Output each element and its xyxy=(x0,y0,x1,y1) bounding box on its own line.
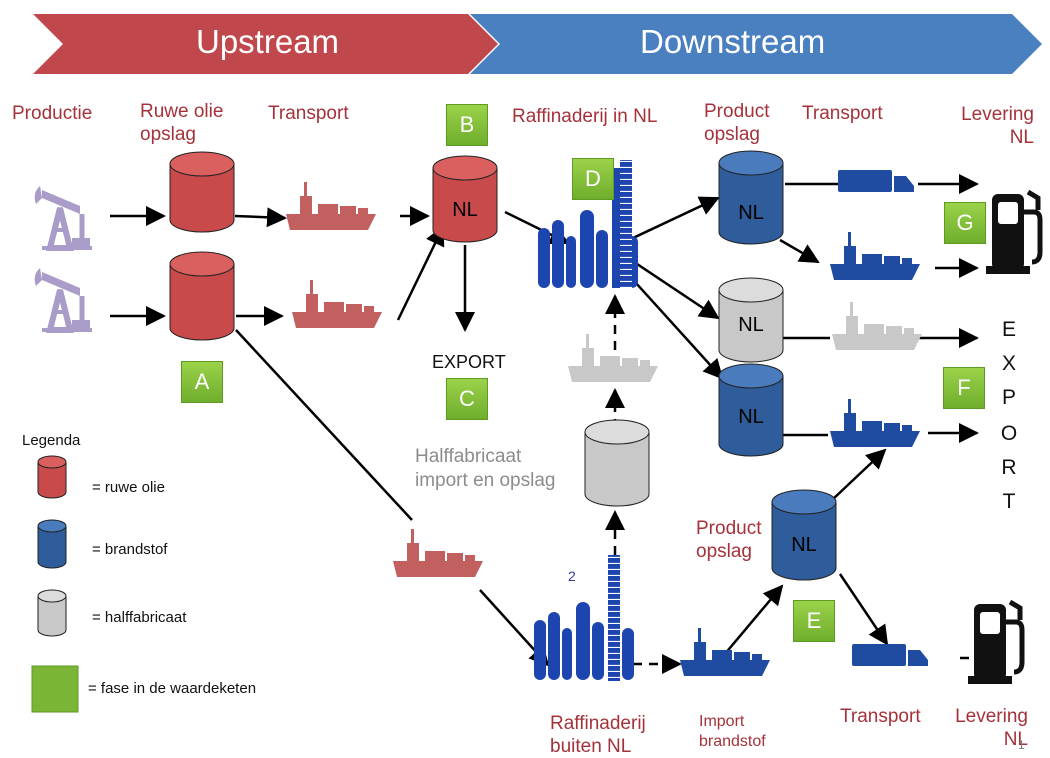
downstream-banner xyxy=(470,14,1042,74)
export-letter: P xyxy=(1001,386,1016,409)
phase-badge-g: G xyxy=(944,202,986,244)
tank-label: NL xyxy=(738,202,764,224)
ship-icon xyxy=(830,232,920,280)
truck-icon xyxy=(852,644,928,674)
ship-icon xyxy=(680,628,770,676)
phase-badge-a: A xyxy=(181,361,223,403)
label-ruwe-olie-opslag: Ruwe olie opslag xyxy=(140,101,224,145)
phase-badge-d: D xyxy=(572,158,614,200)
upstream-title: Upstream xyxy=(196,23,340,60)
downstream-title: Downstream xyxy=(640,23,826,60)
fuel-pump-icon xyxy=(986,192,1040,274)
label-product-opslag: Product opslag xyxy=(704,101,770,145)
legend-semi-symbol xyxy=(37,589,67,637)
ship-icon xyxy=(286,182,376,230)
fuel-tank-nl xyxy=(718,150,784,245)
refinery-nl-icon xyxy=(538,160,638,288)
pumpjack-icon xyxy=(35,186,92,250)
tank-label: NL xyxy=(452,199,478,221)
ship-icon xyxy=(292,280,382,328)
label-transport: Transport xyxy=(802,103,883,124)
export-letter: X xyxy=(1001,352,1016,375)
label-raffinaderij-nl: Raffinaderij in NL xyxy=(512,106,658,127)
legend-crude-symbol xyxy=(37,455,67,499)
legend-phase-symbol xyxy=(31,665,79,713)
upstream-banner xyxy=(33,14,498,74)
phase-badge-b: B xyxy=(446,104,488,146)
label-levering-nl: Levering NL xyxy=(961,104,1034,148)
page-number: 1 xyxy=(1018,738,1025,752)
ship-icon xyxy=(393,529,483,577)
label-raffinaderij-buiten-nl: Raffinaderij buiten NL xyxy=(550,713,646,757)
export-letter: T xyxy=(1002,490,1016,513)
label-export: EXPORT xyxy=(432,352,506,372)
label-productie: Productie xyxy=(12,103,93,124)
refinery-number: 2 xyxy=(568,568,576,584)
ship-icon xyxy=(568,334,658,382)
ship-icon xyxy=(832,302,922,350)
phase-badge-f: F xyxy=(943,367,985,409)
semi-storage-tank xyxy=(584,419,650,507)
legend-item-crude: = ruwe olie xyxy=(92,479,165,496)
export-letter: E xyxy=(1001,318,1016,341)
label-product-opslag: Product opslag xyxy=(696,518,762,562)
label-import-brandstof: Import brandstof xyxy=(699,713,766,750)
truck-icon xyxy=(838,170,914,200)
phase-badge-c: C xyxy=(446,378,488,420)
crude-storage-tank xyxy=(169,251,235,341)
tank-label: NL xyxy=(738,314,764,336)
legend-item-phase: = fase in de waardeketen xyxy=(88,680,257,697)
crude-storage-tank xyxy=(169,151,235,233)
legend-fuel-symbol xyxy=(37,519,67,569)
legend-item-fuel: = brandstof xyxy=(92,541,168,558)
tank-label: NL xyxy=(738,406,764,428)
fuel-tank-nl xyxy=(718,363,784,457)
label-halffabricaat: Halffabricaat import en opslag xyxy=(415,446,556,491)
phase-badge-e: E xyxy=(793,600,835,642)
semi-tank-nl xyxy=(718,277,784,363)
label-transport: Transport xyxy=(840,706,921,727)
export-letter: O xyxy=(1000,422,1018,445)
export-letter: R xyxy=(1001,456,1017,479)
pumpjack-icon xyxy=(35,268,92,332)
fuel-pump-icon xyxy=(968,602,1022,684)
ship-icon xyxy=(830,399,920,447)
label-levering-nl: Levering NL xyxy=(955,706,1028,750)
legend-title: Legenda xyxy=(22,432,81,449)
fuel-tank-nl xyxy=(771,489,837,581)
legend-item-semi: = halffabricaat xyxy=(92,609,187,626)
tank-label: NL xyxy=(791,534,817,556)
label-transport: Transport xyxy=(268,103,349,124)
crude-tank-nl xyxy=(432,155,498,243)
refinery-abroad-icon xyxy=(534,555,634,681)
